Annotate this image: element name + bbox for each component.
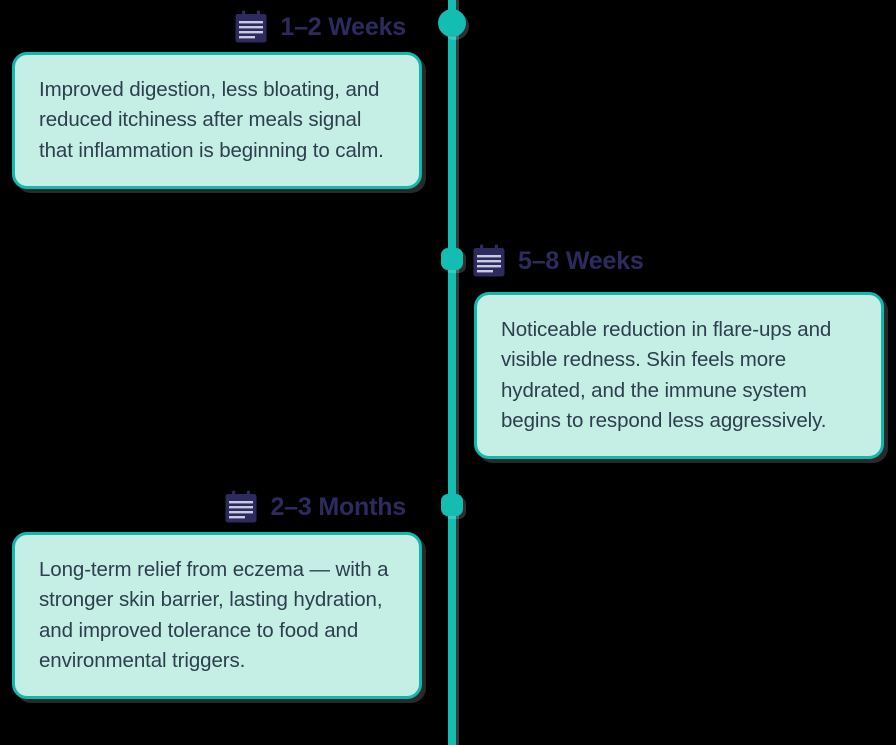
timeline-marker-2 — [441, 248, 463, 270]
timeline-card-body: Noticeable reduction in flare-ups and vi… — [501, 318, 832, 432]
timeline-heading-1: 1–2 Weeks — [234, 10, 406, 44]
timeline-heading-label: 5–8 Weeks — [518, 246, 644, 275]
timeline-heading-2: 5–8 Weeks — [472, 244, 644, 278]
calendar-icon — [473, 244, 505, 277]
timeline-card-2: Noticeable reduction in flare-ups and vi… — [474, 292, 884, 460]
timeline-card-body: Improved digestion, less bloating, and r… — [39, 78, 384, 162]
timeline-heading-3: 2–3 Months — [224, 490, 406, 524]
calendar-icon — [225, 490, 257, 523]
timeline-card-3: Long-term relief from eczema — with a st… — [12, 532, 422, 700]
calendar-icon — [235, 10, 267, 43]
timeline-marker-3 — [441, 494, 463, 516]
timeline-heading-label: 1–2 Weeks — [280, 12, 406, 41]
timeline-spine — [448, 0, 456, 745]
timeline-card-1: Improved digestion, less bloating, and r… — [12, 52, 422, 189]
timeline-card-body: Long-term relief from eczema — with a st… — [39, 558, 389, 672]
timeline-marker-1 — [438, 9, 466, 37]
timeline-heading-label: 2–3 Months — [270, 492, 406, 521]
